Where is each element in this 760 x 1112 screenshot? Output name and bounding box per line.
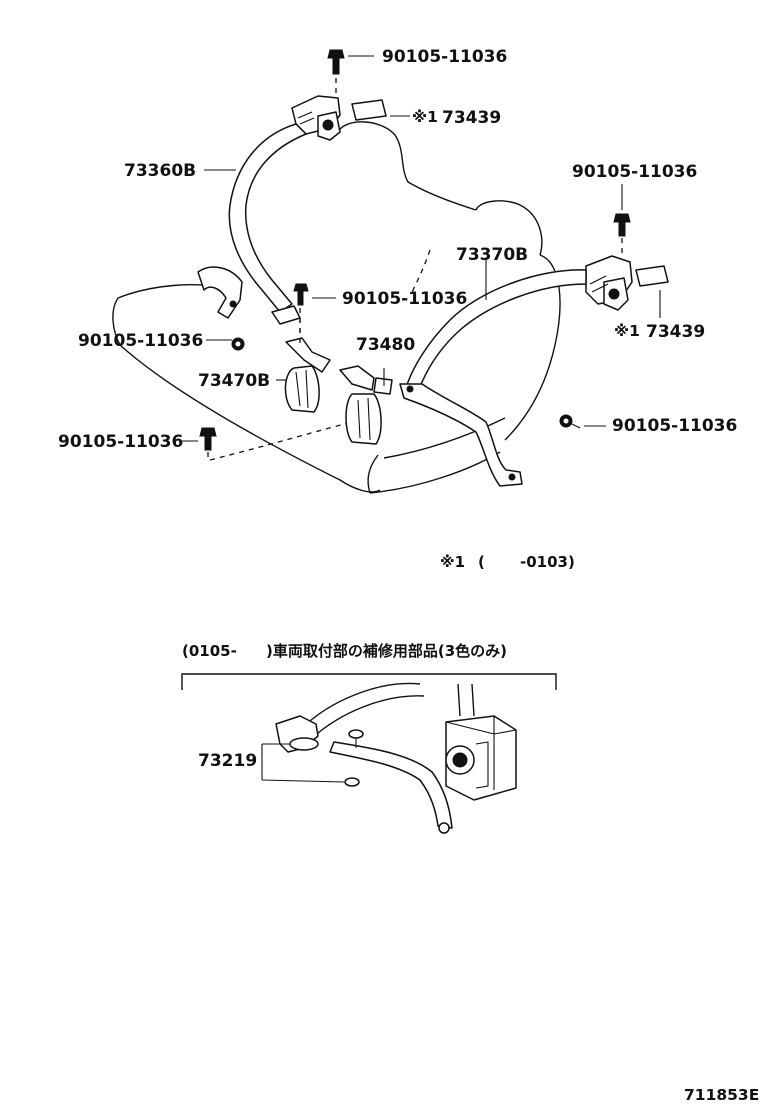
kit-illustration <box>275 682 517 834</box>
bolt-lower-left-icon <box>199 427 217 462</box>
label-belt-right: 73370B <box>456 245 528 265</box>
label-bolt-mid: 90105-11036 <box>342 289 467 309</box>
label-bolt-lower-left: 90105-11036 <box>58 432 183 452</box>
label-buckle-right: 73480 <box>356 335 415 355</box>
cover-left-icon <box>351 99 387 121</box>
footnote-range: -0103) <box>520 553 575 571</box>
bolt-upper-right-icon <box>613 213 631 258</box>
buckle-right-73480 <box>339 365 393 445</box>
right-belt-assembly <box>399 255 633 487</box>
buckle-left-73470B <box>284 318 331 413</box>
bolt-left-icon <box>231 337 245 351</box>
label-kit: 73219 <box>198 751 257 771</box>
label-bolt-right: 90105-11036 <box>612 416 737 436</box>
section-caption-date: (0105- <box>182 642 237 660</box>
label-cover-right: 73439 <box>646 322 705 342</box>
bolt-right-icon <box>559 414 581 429</box>
label-buckle-left: 73470B <box>198 371 270 391</box>
label-bolt-top: 90105-11036 <box>382 47 507 67</box>
label-cover-left: 73439 <box>442 108 501 128</box>
label-cover-left-mark: ※1 <box>412 108 438 126</box>
bolt-mid-icon <box>293 283 309 340</box>
section-caption-text: )車両取付部の補修用部品(3色のみ) <box>266 642 507 660</box>
footnote-open: ( <box>478 553 485 571</box>
bolt-top-icon <box>327 49 345 98</box>
label-bolt-left: 90105-11036 <box>78 331 203 351</box>
left-belt-assembly <box>197 95 341 325</box>
section-bracket <box>181 673 557 690</box>
label-belt-left: 73360B <box>124 161 196 181</box>
label-cover-right-mark: ※1 <box>614 322 640 340</box>
label-bolt-upper-right: 90105-11036 <box>572 162 697 182</box>
footnote-mark: ※1 <box>440 553 465 571</box>
cover-right-icon <box>635 265 669 287</box>
drawing-number: 711853E <box>684 1086 759 1104</box>
